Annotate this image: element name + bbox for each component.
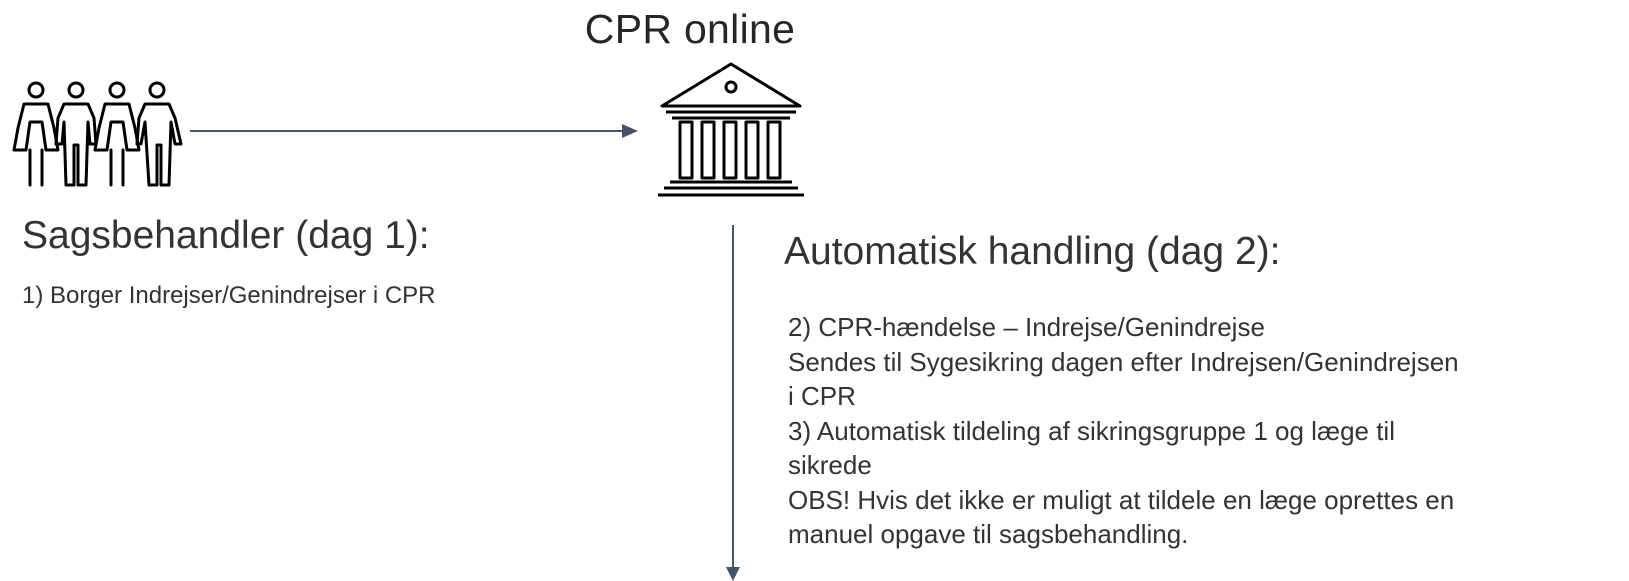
automatic-line: i CPR bbox=[788, 381, 856, 411]
automatic-line: sikrede bbox=[788, 450, 872, 480]
caseworker-step: 1) Borger Indrejser/Genindrejser i CPR bbox=[22, 282, 436, 309]
automatic-line: manuel opgave til sagsbehandling. bbox=[788, 519, 1189, 549]
automatic-heading: Automatisk handling (dag 2): bbox=[784, 230, 1281, 273]
automatic-line: 3) Automatisk tildeling af sikringsgrupp… bbox=[788, 415, 1395, 446]
arrow-people-to-cpr bbox=[190, 124, 638, 138]
arrow-cpr-down bbox=[726, 225, 740, 581]
automatic-line: 2) CPR-hændelse – Indrejse/Genindrejse bbox=[788, 312, 1265, 342]
automatic-description: 2) CPR-hændelse – Indrejse/Genindrejse S… bbox=[788, 310, 1618, 552]
building-icon bbox=[658, 62, 804, 197]
automatic-line: OBS! Hvis det ikke er muligt at tildele … bbox=[788, 484, 1455, 515]
automatic-line: Sendes til Sygesikring dagen efter Indre… bbox=[788, 346, 1459, 377]
diagram-title: CPR online bbox=[584, 6, 796, 52]
caseworker-heading: Sagsbehandler (dag 1): bbox=[22, 214, 430, 257]
people-icon bbox=[12, 81, 183, 187]
